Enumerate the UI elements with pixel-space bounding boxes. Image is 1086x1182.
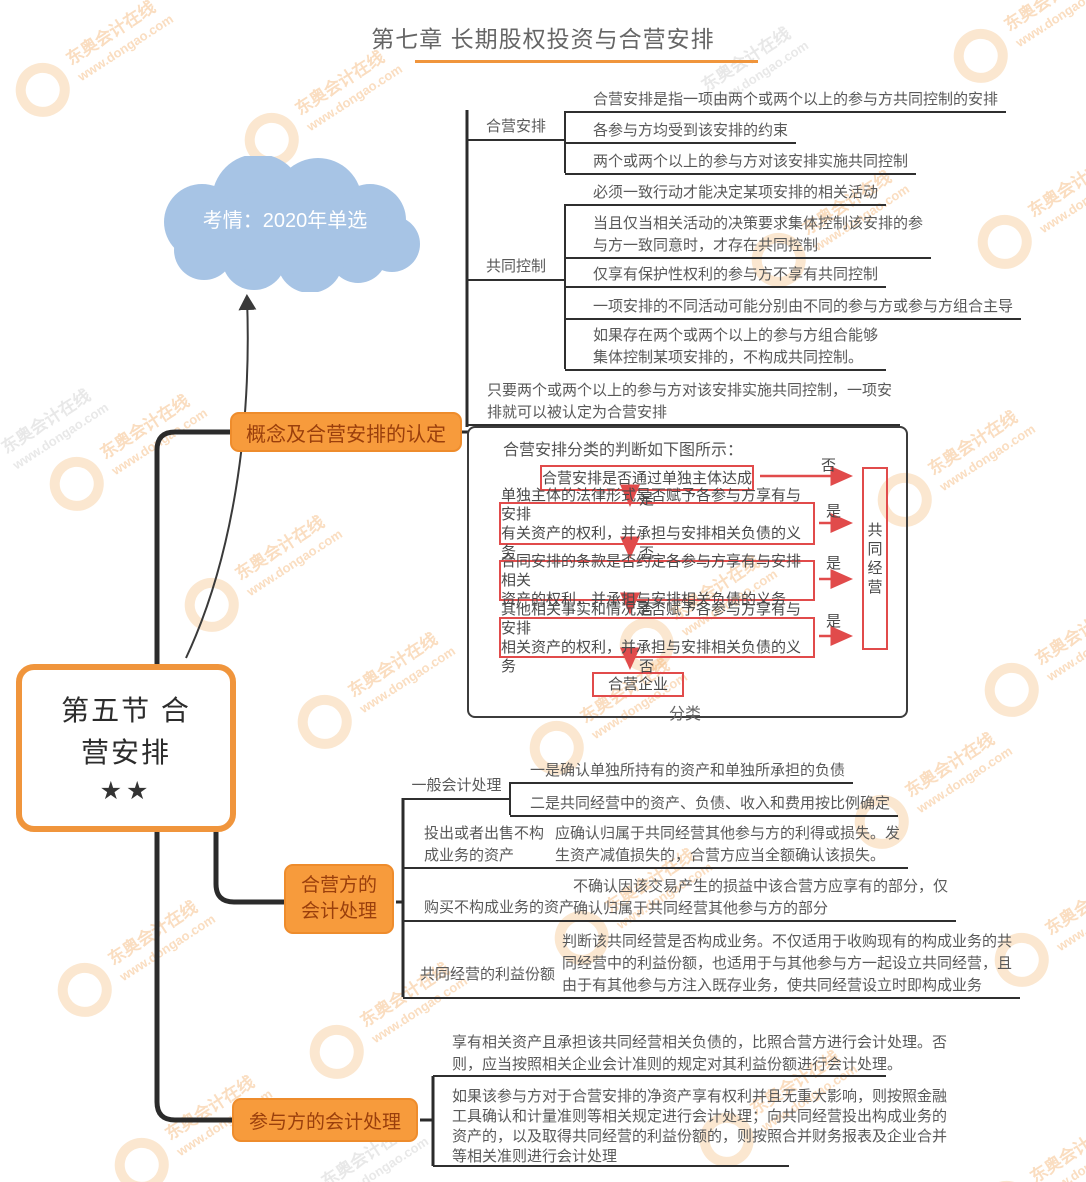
leaf-general-1[interactable]: 一是确认单独所持有的资产和单独所承担的负债 (510, 760, 854, 784)
leaf-contribute-content[interactable]: 应确认归属于共同经营其他参与方的利得或损失。发 生资产减值损失的，合营方应当全额… (403, 823, 909, 869)
title-underline (415, 60, 758, 63)
leaf-control-2[interactable]: 当且仅当相关活动的决策要求集体控制该安排的参 与方一致同意时，才存在共同控制 (565, 213, 932, 259)
leaf-arrangement-1[interactable]: 合营安排是指一项由两个或两个以上的参与方共同控制的安排 (565, 89, 1007, 113)
leaf-arrangement-3[interactable]: 两个或两个以上的参与方对该安排实施共同控制 (565, 151, 917, 175)
subtopic-purchase-assets[interactable]: 购买不构成业务的资产 (424, 899, 575, 916)
cloud-arrow (185, 294, 257, 659)
diagram-label-no: 否 (639, 601, 655, 618)
leaf-control-4[interactable]: 一项安排的不同活动可能分别由不同的参与方或参与方组合主导 (565, 296, 1022, 320)
diagram-footer: 分类 (669, 706, 702, 723)
leaf-party-2[interactable]: 如果该参与方对于合营安排的净资产享有权利并且无重大影响，则按照金融 工具确认和计… (452, 1088, 948, 1165)
leaf-conclusion[interactable]: 只要两个或两个以上的参与方对该安排实施共同控制，一项安 排就可以被认定为合营安排 (467, 380, 901, 426)
diagram-label-no: 否 (821, 457, 837, 474)
subtopic-arrangement[interactable]: 合营安排 (467, 116, 565, 141)
diagram-joint-operation: 共同经营 (862, 467, 888, 650)
diagram-q3: 合同安排的条款是否约定各参与方享有与安排相关 资产的权利，并承担与安排相关负债的… (499, 553, 815, 608)
leaf-party-1[interactable]: 享有相关资产且承担该共同经营相关负债的，比照合营方进行会计处理。否 则，应当按照… (452, 1034, 948, 1073)
diagram-label-yes: 是 (826, 613, 842, 630)
cloud-shape[interactable] (142, 154, 428, 293)
diagram-joint-venture: 合营企业 (592, 672, 684, 697)
branch-line-venturer (213, 823, 289, 905)
chapter-title: 第七章 长期股权投资与合营安排 (371, 26, 715, 52)
diagram-label-yes: 是 (639, 491, 655, 508)
classification-diagram[interactable]: 合营安排分类的判断如下图所示： 合营安排是否通过单独主体达成 单独主体的法律形式… (467, 426, 908, 723)
diagram-label-yes: 是 (826, 555, 842, 572)
diagram-label-no: 否 (639, 545, 655, 562)
diagram-q4: 其他相关事实和情况是否赋予各参与方享有与安排 相关资产的权利，并承担与安排相关负… (499, 601, 815, 675)
subtopic-contribute-assets[interactable]: 投出或者出售不构 成业务的资产 (424, 825, 545, 864)
leaf-purchase-content[interactable]: 不确认因该交易产生的损益中该合营方应享有的部分，仅 确认归属于共同经营其他参与方… (403, 876, 957, 922)
root-title: 第五节 合 营安排 (61, 695, 191, 768)
subtopic-interest-share[interactable]: 共同经营的利益份额 (420, 966, 556, 983)
branch-line-concept (154, 429, 235, 673)
subtopic-joint-control[interactable]: 共同控制 (467, 256, 565, 281)
subtopic-general-accounting[interactable]: 一般会计处理 (403, 775, 510, 800)
exam-note: 考情：2020年单选 (202, 210, 368, 232)
diagram-caption: 合营安排分类的判断如下图所示： (503, 442, 744, 459)
leaf-control-1[interactable]: 必须一致行动才能决定某项安排的相关活动 (565, 182, 887, 206)
leaf-interest-content[interactable]: 判断该共同经营是否构成业务。不仅适用于收购现有的构成业务的共 同经营中的利益份额… (403, 931, 1021, 999)
branch-line-party (154, 823, 237, 1123)
diagram-q2: 单独主体的法律形式是否赋予各参与方享有与安排 有关资产的权利，并承担与安排相关负… (499, 487, 815, 561)
leaf-arrangement-2[interactable]: 各参与方均受到该安排的约束 (565, 120, 797, 144)
topic-concept[interactable]: 概念及合营安排的认定 (230, 412, 462, 452)
cloud-icon (164, 154, 420, 293)
leaf-control-3[interactable]: 仅享有保护性权利的参与方不享有共同控制 (565, 264, 887, 288)
leaf-general-2[interactable]: 二是共同经营中的资产、负债、收入和费用按比例确定 (510, 793, 899, 817)
diagram-q1: 合营安排是否通过单独主体达成 (540, 465, 754, 491)
leaf-control-5[interactable]: 如果存在两个或两个以上的参与方组合能够 集体控制某项安排的，不构成共同控制。 (565, 325, 887, 371)
importance-stars: ★★ (99, 777, 153, 805)
diagram-arrows (620, 466, 853, 670)
diagram-label-yes: 是 (826, 503, 842, 520)
topic-venturer-accounting[interactable]: 合营方的 会计处理 (284, 864, 394, 934)
root-topic[interactable]: 第五节 合 营安排 ★★ (16, 664, 236, 832)
diagram-label-no: 否 (639, 658, 655, 675)
topic-party-accounting[interactable]: 参与方的会计处理 (232, 1098, 418, 1142)
